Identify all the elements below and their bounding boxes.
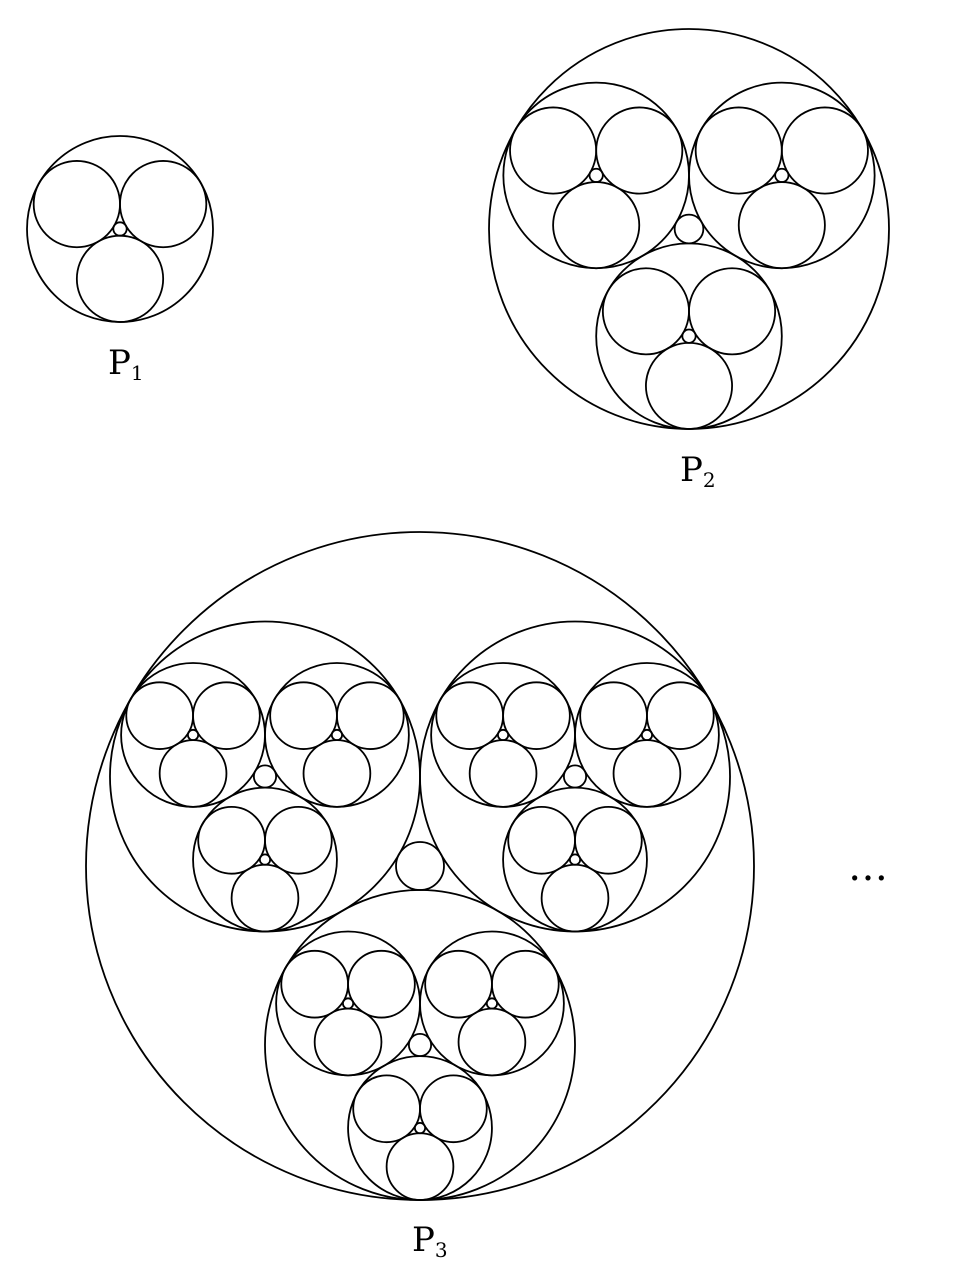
circle — [491, 949, 560, 1019]
circle — [688, 267, 777, 356]
circle — [488, 28, 890, 430]
circle — [694, 106, 783, 195]
circle — [424, 949, 493, 1019]
circle — [601, 267, 690, 356]
circle — [26, 135, 214, 323]
gap-circle — [496, 728, 510, 742]
gap-circle — [258, 853, 272, 866]
gap-circle — [341, 997, 355, 1010]
circle — [646, 681, 715, 750]
label-p3: P3 — [412, 1220, 448, 1262]
circle — [435, 681, 504, 750]
gap-circle — [568, 853, 582, 866]
circle — [579, 681, 648, 750]
circle — [502, 681, 571, 750]
circle — [352, 1074, 421, 1144]
circle — [688, 81, 876, 270]
circle — [502, 786, 648, 933]
circle — [502, 81, 690, 270]
circle — [574, 662, 720, 808]
circle — [430, 662, 576, 808]
circle — [509, 106, 598, 195]
circle — [264, 806, 333, 875]
circle — [347, 1055, 493, 1201]
circle — [119, 160, 208, 249]
circle — [595, 106, 684, 195]
gap-circle — [640, 728, 654, 742]
circle — [275, 930, 421, 1077]
circle — [419, 930, 565, 1077]
circle — [780, 106, 869, 195]
gap-circle — [485, 997, 499, 1010]
label-p2: P2 — [680, 450, 716, 492]
circle — [457, 1007, 527, 1077]
circle — [507, 806, 576, 875]
circle — [264, 662, 410, 808]
circle — [125, 681, 194, 750]
figure-p3 — [85, 531, 755, 1201]
gap-circle — [681, 328, 697, 344]
circle — [347, 949, 416, 1019]
gap-circle — [112, 221, 128, 237]
figure-p2 — [488, 28, 890, 430]
circle — [269, 681, 338, 750]
circle — [336, 681, 405, 750]
circle — [419, 620, 731, 933]
circle — [85, 531, 755, 1201]
gap-circle — [407, 1032, 433, 1058]
circle — [192, 786, 338, 933]
gap-circle — [413, 1121, 427, 1135]
circle — [302, 739, 372, 808]
circle — [612, 739, 682, 808]
ellipsis: … — [848, 844, 888, 890]
gap-circle — [186, 728, 200, 742]
circle — [574, 806, 643, 875]
circle — [230, 863, 300, 933]
circle — [32, 160, 121, 249]
gap-circle — [330, 728, 343, 742]
gap-circle — [252, 764, 278, 789]
circle — [158, 739, 228, 808]
circle — [197, 806, 266, 875]
label-p1: P1 — [108, 343, 144, 385]
circle — [419, 1074, 488, 1144]
circle — [385, 1132, 455, 1201]
gap-circle — [588, 167, 604, 183]
circle — [120, 662, 266, 808]
circle — [737, 181, 826, 270]
circle — [595, 242, 783, 430]
circle — [313, 1007, 383, 1077]
circle — [280, 949, 349, 1019]
circle — [645, 341, 733, 430]
gap-circle — [562, 764, 588, 789]
circle — [75, 234, 165, 323]
circle — [264, 889, 576, 1201]
circle — [552, 181, 641, 270]
gap-circle — [774, 167, 790, 183]
gap-circle — [395, 841, 445, 891]
circle — [468, 739, 538, 808]
figure-p1 — [26, 135, 214, 323]
circle — [109, 620, 421, 933]
circle — [192, 681, 261, 750]
circle — [540, 863, 610, 933]
gap-circle — [673, 213, 705, 245]
